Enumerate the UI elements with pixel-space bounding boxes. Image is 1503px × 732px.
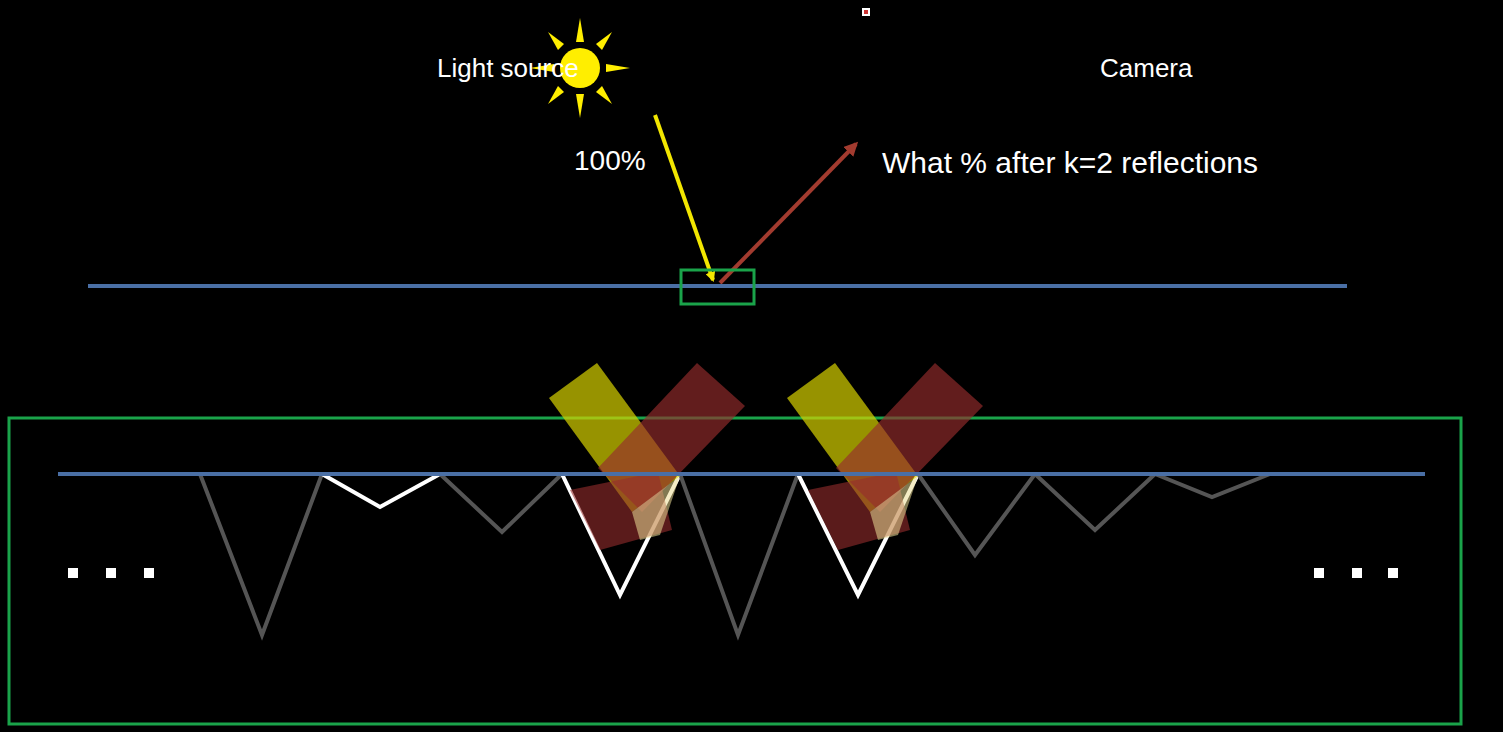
text-label: What % after k=2 reflections <box>882 146 1258 179</box>
image-icon <box>862 8 870 16</box>
surface-line <box>88 284 1347 288</box>
microfacets <box>200 474 1270 635</box>
text-label: Camera <box>1100 54 1192 83</box>
reflected-ray <box>720 144 856 283</box>
text-label: Light source <box>437 54 579 83</box>
zoom-panel <box>9 418 1461 724</box>
ellipsis-marks <box>68 568 1398 578</box>
surface-line <box>58 472 1425 476</box>
incident-ray <box>655 115 713 280</box>
image-icon <box>864 10 868 14</box>
zoom-box <box>681 270 754 304</box>
text-label: 100% <box>574 146 646 177</box>
light-beams <box>549 363 983 550</box>
